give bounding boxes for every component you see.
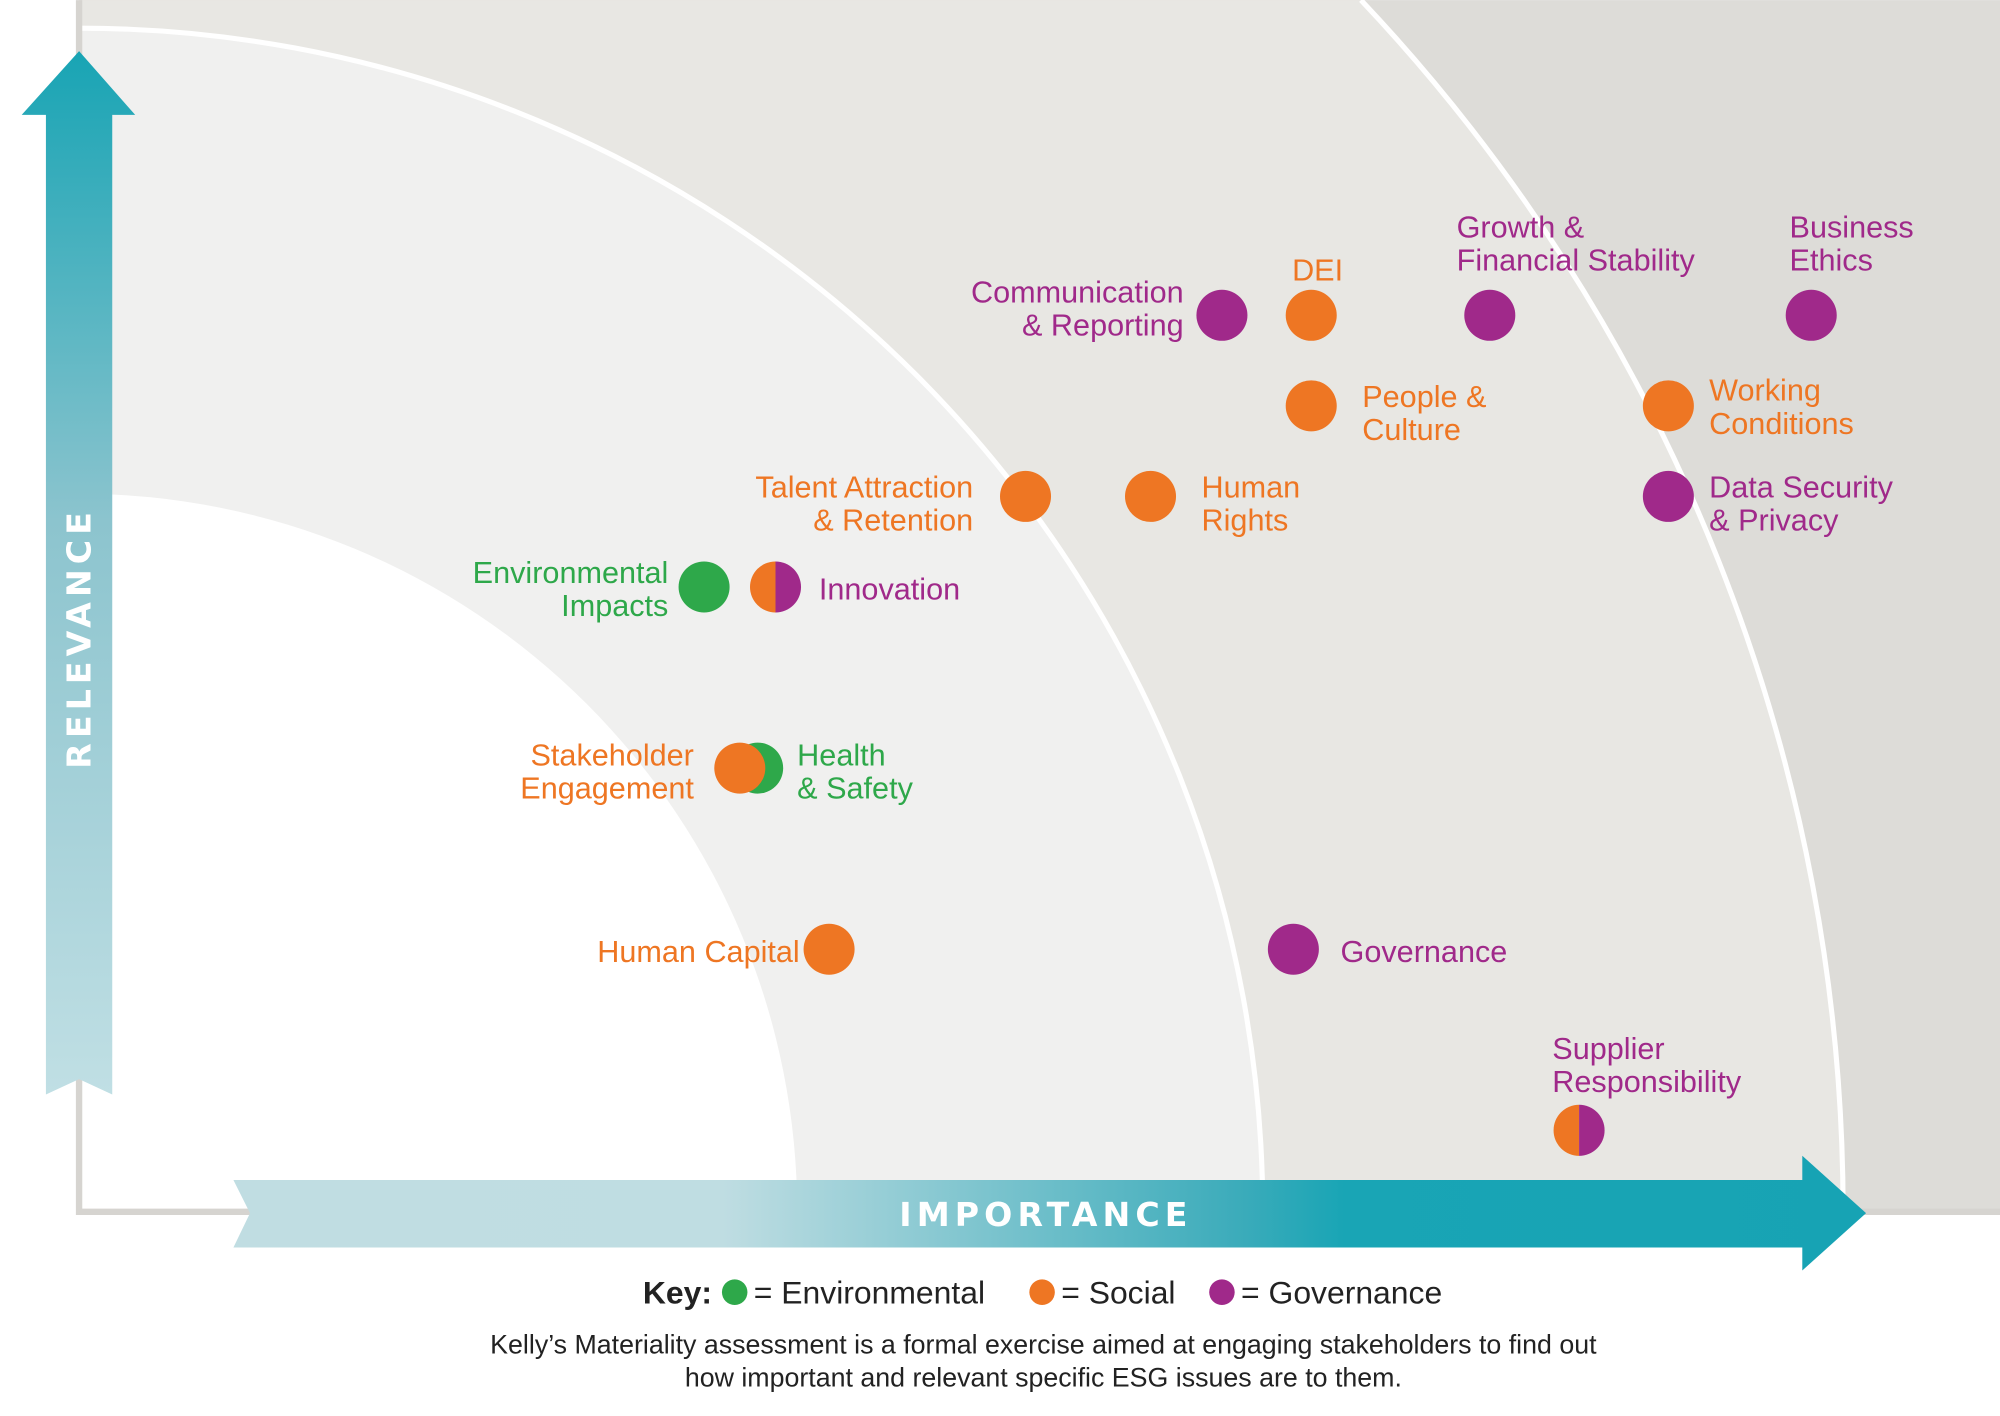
point-marker: [678, 561, 730, 613]
point-growth-financial-stability: Growth &Financial Stability: [1457, 210, 1696, 341]
relevance-axis-label: RELEVANCE: [60, 507, 99, 769]
point-marker: [1285, 289, 1337, 341]
point-label-line: & Safety: [797, 772, 913, 806]
point-marker-split: [1553, 1104, 1605, 1156]
importance-axis-arrow: IMPORTANCE: [233, 1155, 1867, 1271]
caption-line-2: how important and relevant specific ESG …: [685, 1363, 1402, 1393]
point-label: Human Capital: [597, 935, 799, 969]
point-marker: [1464, 289, 1516, 341]
point-marker-half: [1579, 1104, 1605, 1156]
point-label-line: Rights: [1202, 504, 1289, 538]
legend-marker-social: [1029, 1279, 1055, 1305]
point-label-line: Data Security: [1709, 471, 1893, 505]
point-label: Health& Safety: [797, 738, 913, 805]
point-marker: [1196, 289, 1248, 341]
point-marker: [1785, 289, 1837, 341]
point-marker: [1125, 470, 1177, 522]
point-label-line: Responsibility: [1552, 1065, 1742, 1099]
point-label-line: & Privacy: [1709, 504, 1839, 538]
legend-marker-environmental: [721, 1279, 748, 1305]
point-label: DEI: [1292, 254, 1343, 288]
point-label-line: Ethics: [1790, 244, 1873, 278]
point-marker-half: [750, 561, 776, 613]
point-label: Communication& Reporting: [971, 275, 1184, 342]
point-label-line: Working: [1709, 374, 1821, 408]
point-label-line: Environmental: [473, 556, 669, 590]
point-data-security-privacy: Data Security& Privacy: [1642, 470, 1894, 538]
point-dei: DEI: [1285, 254, 1343, 341]
point-label: Talent Attraction& Retention: [755, 471, 973, 538]
point-talent-attraction-retention: Talent Attraction& Retention: [755, 470, 1052, 538]
legend-label-environmental: = Environmental: [754, 1275, 985, 1311]
data-points: Communication& Reporting DEI Growth &Finan…: [473, 210, 1914, 1156]
point-label-line: DEI: [1292, 254, 1343, 288]
point-label-line: Conditions: [1709, 407, 1854, 441]
band-low: [79, 493, 798, 1212]
legend-label-social: = Social: [1061, 1275, 1175, 1311]
arc-divider-inner: [79, 25, 1266, 1212]
point-marker-half: [775, 561, 802, 613]
point-label: Governance: [1341, 935, 1508, 969]
point-label-line: Human Capital: [597, 935, 799, 969]
point-label-line: Impacts: [561, 589, 668, 623]
relevance-axis-arrow: RELEVANCE: [21, 51, 136, 1095]
point-label: Innovation: [819, 573, 960, 607]
legend-marker-governance: [1209, 1279, 1235, 1305]
point-label-line: Engagement: [520, 772, 694, 806]
point-governance: Governance: [1267, 923, 1508, 975]
point-label-line: Supplier: [1552, 1032, 1664, 1066]
point-marker: [714, 742, 766, 794]
point-label-line: People &: [1362, 380, 1486, 414]
point-label-line: Growth &: [1457, 210, 1585, 244]
legend-label-governance: = Governance: [1241, 1275, 1442, 1311]
caption-line-1: Kelly’s Materiality assessment is a form…: [490, 1329, 1597, 1359]
point-label: Growth &Financial Stability: [1457, 210, 1696, 277]
point-marker: [1642, 470, 1694, 522]
point-people-culture: People &Culture: [1285, 380, 1486, 447]
point-marker: [1000, 470, 1052, 522]
point-marker: [1642, 380, 1694, 432]
point-label-line: Stakeholder: [531, 738, 694, 772]
point-communication-reporting: Communication& Reporting: [971, 275, 1248, 343]
arc-divider-outer: [1359, 0, 1846, 1212]
legend: Key: = Environmental = Social = Governan…: [643, 1275, 1442, 1311]
point-label-line: Financial Stability: [1457, 244, 1696, 278]
point-marker-half: [1553, 1104, 1580, 1156]
importance-axis-label: IMPORTANCE: [899, 1195, 1192, 1234]
point-label: People &Culture: [1362, 380, 1486, 447]
point-label-line: Human: [1202, 471, 1301, 505]
point-label-line: & Reporting: [1022, 309, 1184, 343]
point-innovation: Innovation: [750, 561, 960, 613]
point-label-line: Health: [797, 738, 885, 772]
point-label-line: Communication: [971, 275, 1184, 309]
point-label-line: Talent Attraction: [755, 471, 973, 505]
point-marker: [1267, 923, 1319, 975]
point-human-capital: Human Capital: [597, 923, 855, 975]
point-marker-split: [750, 561, 802, 613]
point-label-line: Business: [1790, 210, 1914, 244]
point-label-line: Governance: [1341, 935, 1508, 969]
point-marker: [803, 923, 855, 975]
point-label-line: Culture: [1362, 413, 1461, 447]
plot-background: [79, 0, 2000, 1212]
legend-title: Key:: [643, 1275, 712, 1311]
point-marker: [1285, 380, 1337, 432]
point-label-line: & Retention: [813, 504, 973, 538]
point-label: Data Security& Privacy: [1709, 471, 1893, 538]
point-label-line: Innovation: [819, 573, 960, 607]
